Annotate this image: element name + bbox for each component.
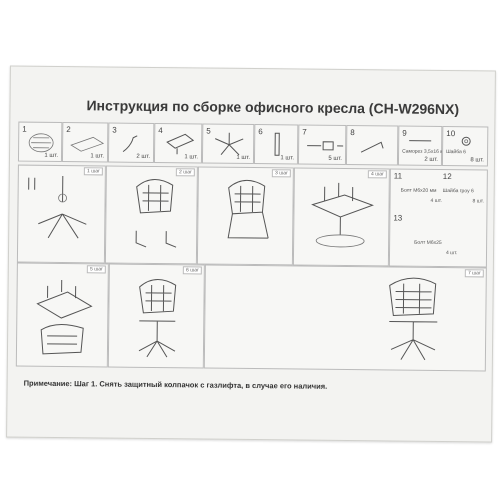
washer-part-illustration	[461, 136, 471, 146]
step-6-illustration	[138, 279, 177, 358]
part-cell-1: 1 1 шт.	[17, 121, 63, 163]
step-5-panel: 5 шаг	[15, 262, 109, 368]
part-cell-7: 7 5 шт.	[297, 124, 347, 165]
fasteners-panel: 11 Болт М6х20 мм 4 шт. 12 Шайба гроу 6 8…	[388, 168, 488, 268]
step-3-illustration	[227, 179, 269, 239]
part-number: 12	[442, 172, 452, 182]
base-part-illustration	[215, 132, 244, 156]
part-quantity: 1 шт.	[236, 154, 251, 161]
part-quantity: 1 шт.	[90, 153, 105, 160]
part-label: Саморез 3,5х16 мм	[402, 148, 448, 156]
backrest-part-illustration	[28, 133, 54, 153]
part-quantity: 8 шт.	[472, 198, 484, 205]
part-quantity: 1 шт.	[184, 154, 199, 161]
part-cell-3: 3 2 шт.	[107, 122, 155, 163]
part-quantity: 5 шт.	[328, 155, 343, 162]
instruction-sheet: Инструкция по сборке офисного кресла (CH…	[6, 65, 496, 443]
step-5-illustration	[36, 280, 93, 355]
step-1-illustration	[28, 176, 87, 239]
part-label: Шайба гроу 6	[442, 188, 474, 195]
part-quantity: 1 шт.	[44, 152, 59, 159]
bracket-part-illustration	[122, 135, 138, 153]
screw-part-illustration	[409, 140, 432, 142]
step-6-panel: 6 шаг	[107, 263, 205, 369]
parts-strip: 1 1 шт. 2 1 шт. 3 2 шт. 4 1 шт. 5 1 шт. …	[17, 121, 489, 239]
assembled-chair-illustration	[389, 277, 438, 361]
part-cell-2: 2 1 шт.	[61, 122, 109, 163]
step-2-illustration	[135, 178, 177, 248]
step-1-panel: 1 шаг	[16, 164, 106, 264]
caster-part-illustration	[307, 141, 344, 151]
hex-key-part-illustration	[360, 141, 384, 153]
assembly-note: Примечание: Шаг 1. Снять защитный колпач…	[23, 378, 328, 391]
part-cell-6: 6 1 шт.	[253, 124, 299, 165]
part-cell-8: 8	[345, 124, 399, 166]
step-2-panel: 2 шаг	[104, 165, 198, 265]
gas-lift-part-illustration	[274, 132, 280, 156]
part-label: Шайба 6	[446, 149, 466, 156]
part-number: 13	[393, 213, 403, 223]
part-number: 11	[393, 171, 403, 181]
part-quantity: 1 шт.	[280, 155, 295, 162]
part-quantity: 8 шт.	[470, 157, 485, 164]
part-cell-5: 5 1 шт.	[201, 123, 255, 165]
part-quantity: 2 шт.	[424, 156, 439, 163]
part-quantity: 4 шт.	[445, 250, 458, 257]
part-label: Болт М6х25	[414, 239, 442, 246]
part-cell-10: 10 Шайба 6 8 шт.	[441, 125, 489, 167]
part-cell-9: 9 Саморез 3,5х16 мм 2 шт.	[397, 125, 447, 166]
part-quantity: 2 шт.	[136, 153, 151, 160]
part-cell-4: 4 1 шт.	[153, 122, 203, 164]
part-label: Болт М6х20 мм	[400, 187, 437, 194]
part-quantity: 4 шт.	[430, 197, 442, 204]
mechanism-part-illustration	[166, 133, 195, 155]
step-7-panel: 7 шаг	[203, 264, 487, 372]
step-4-illustration	[311, 182, 374, 248]
step-4-panel: 4 шаг	[292, 167, 390, 267]
seat-part-illustration	[70, 136, 105, 152]
step-3-panel: 3 шаг	[196, 166, 294, 266]
document-title: Инструкция по сборке офисного кресла (CH…	[86, 97, 460, 118]
